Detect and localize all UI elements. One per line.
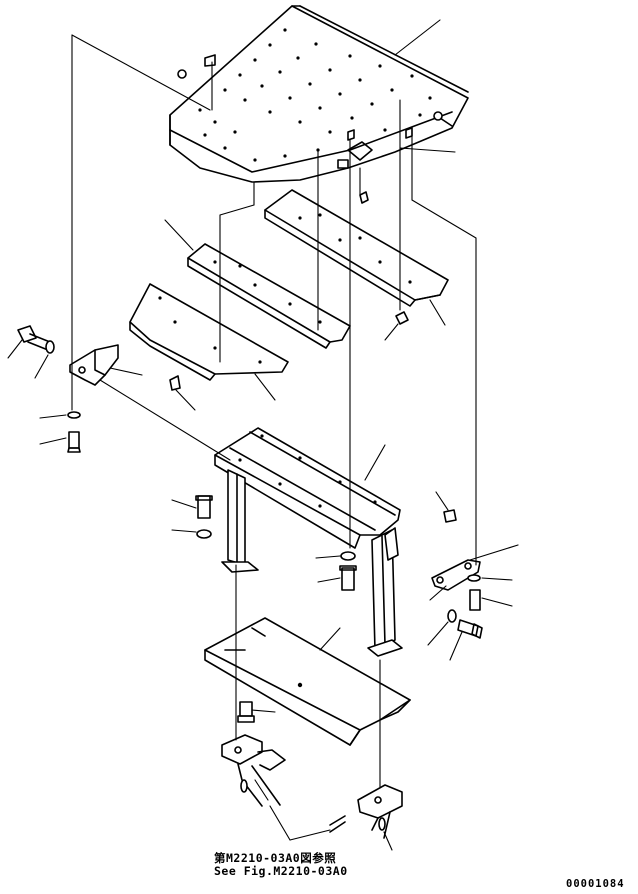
step-frame — [214, 427, 403, 657]
reference-note-english: See Fig.M2210-03A0 — [214, 864, 348, 878]
assembly-lines — [71, 34, 477, 841]
right-bracket-assembly — [427, 544, 519, 661]
reference-note-japanese: 第M2210-03A0図参照 — [214, 851, 337, 865]
center-fasteners — [171, 491, 457, 723]
figure-code: 00001084 — [566, 878, 625, 890]
middle-tread — [164, 219, 351, 349]
plate-bolt-holes — [198, 28, 432, 162]
bottom-hinge-right — [329, 784, 403, 851]
bottom-hinge-left — [221, 734, 286, 807]
lower-tread — [129, 283, 289, 401]
left-bracket-assembly — [7, 325, 143, 453]
floor-plate — [169, 5, 469, 183]
bottom-step — [204, 617, 411, 746]
upper-tread — [264, 189, 449, 326]
